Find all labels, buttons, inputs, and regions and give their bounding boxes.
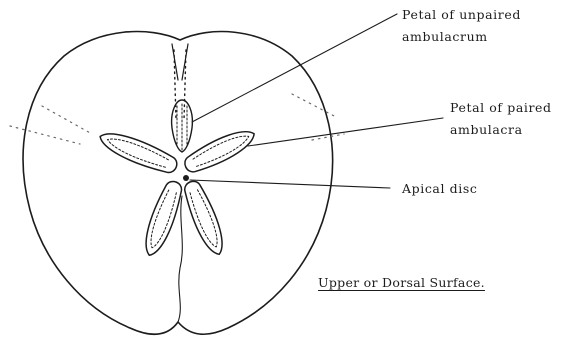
left-peripheral-track	[10, 106, 92, 144]
leader-apical	[190, 180, 390, 188]
paired-petal-left-upper	[96, 127, 180, 178]
leader-unpaired	[192, 14, 397, 122]
label-paired-line1: Petal of paired	[450, 99, 552, 116]
label-apical-disc: Apical disc	[402, 180, 477, 197]
paired-petal-right-upper	[181, 124, 259, 177]
frontal-pore-track	[174, 50, 186, 120]
figure-caption: Upper or Dorsal Surface.	[318, 274, 485, 291]
posterior-suture	[178, 196, 182, 322]
label-paired-line2: ambulacra	[450, 121, 523, 138]
label-unpaired-line1: Petal of unpaired	[402, 6, 521, 23]
label-unpaired-line2: ambulacrum	[402, 28, 488, 45]
unpaired-petal	[172, 100, 193, 152]
leader-paired	[248, 118, 443, 146]
apical-disc	[183, 175, 189, 181]
paired-petal-left-lower	[139, 178, 186, 259]
paired-petal-right-lower	[180, 178, 229, 258]
